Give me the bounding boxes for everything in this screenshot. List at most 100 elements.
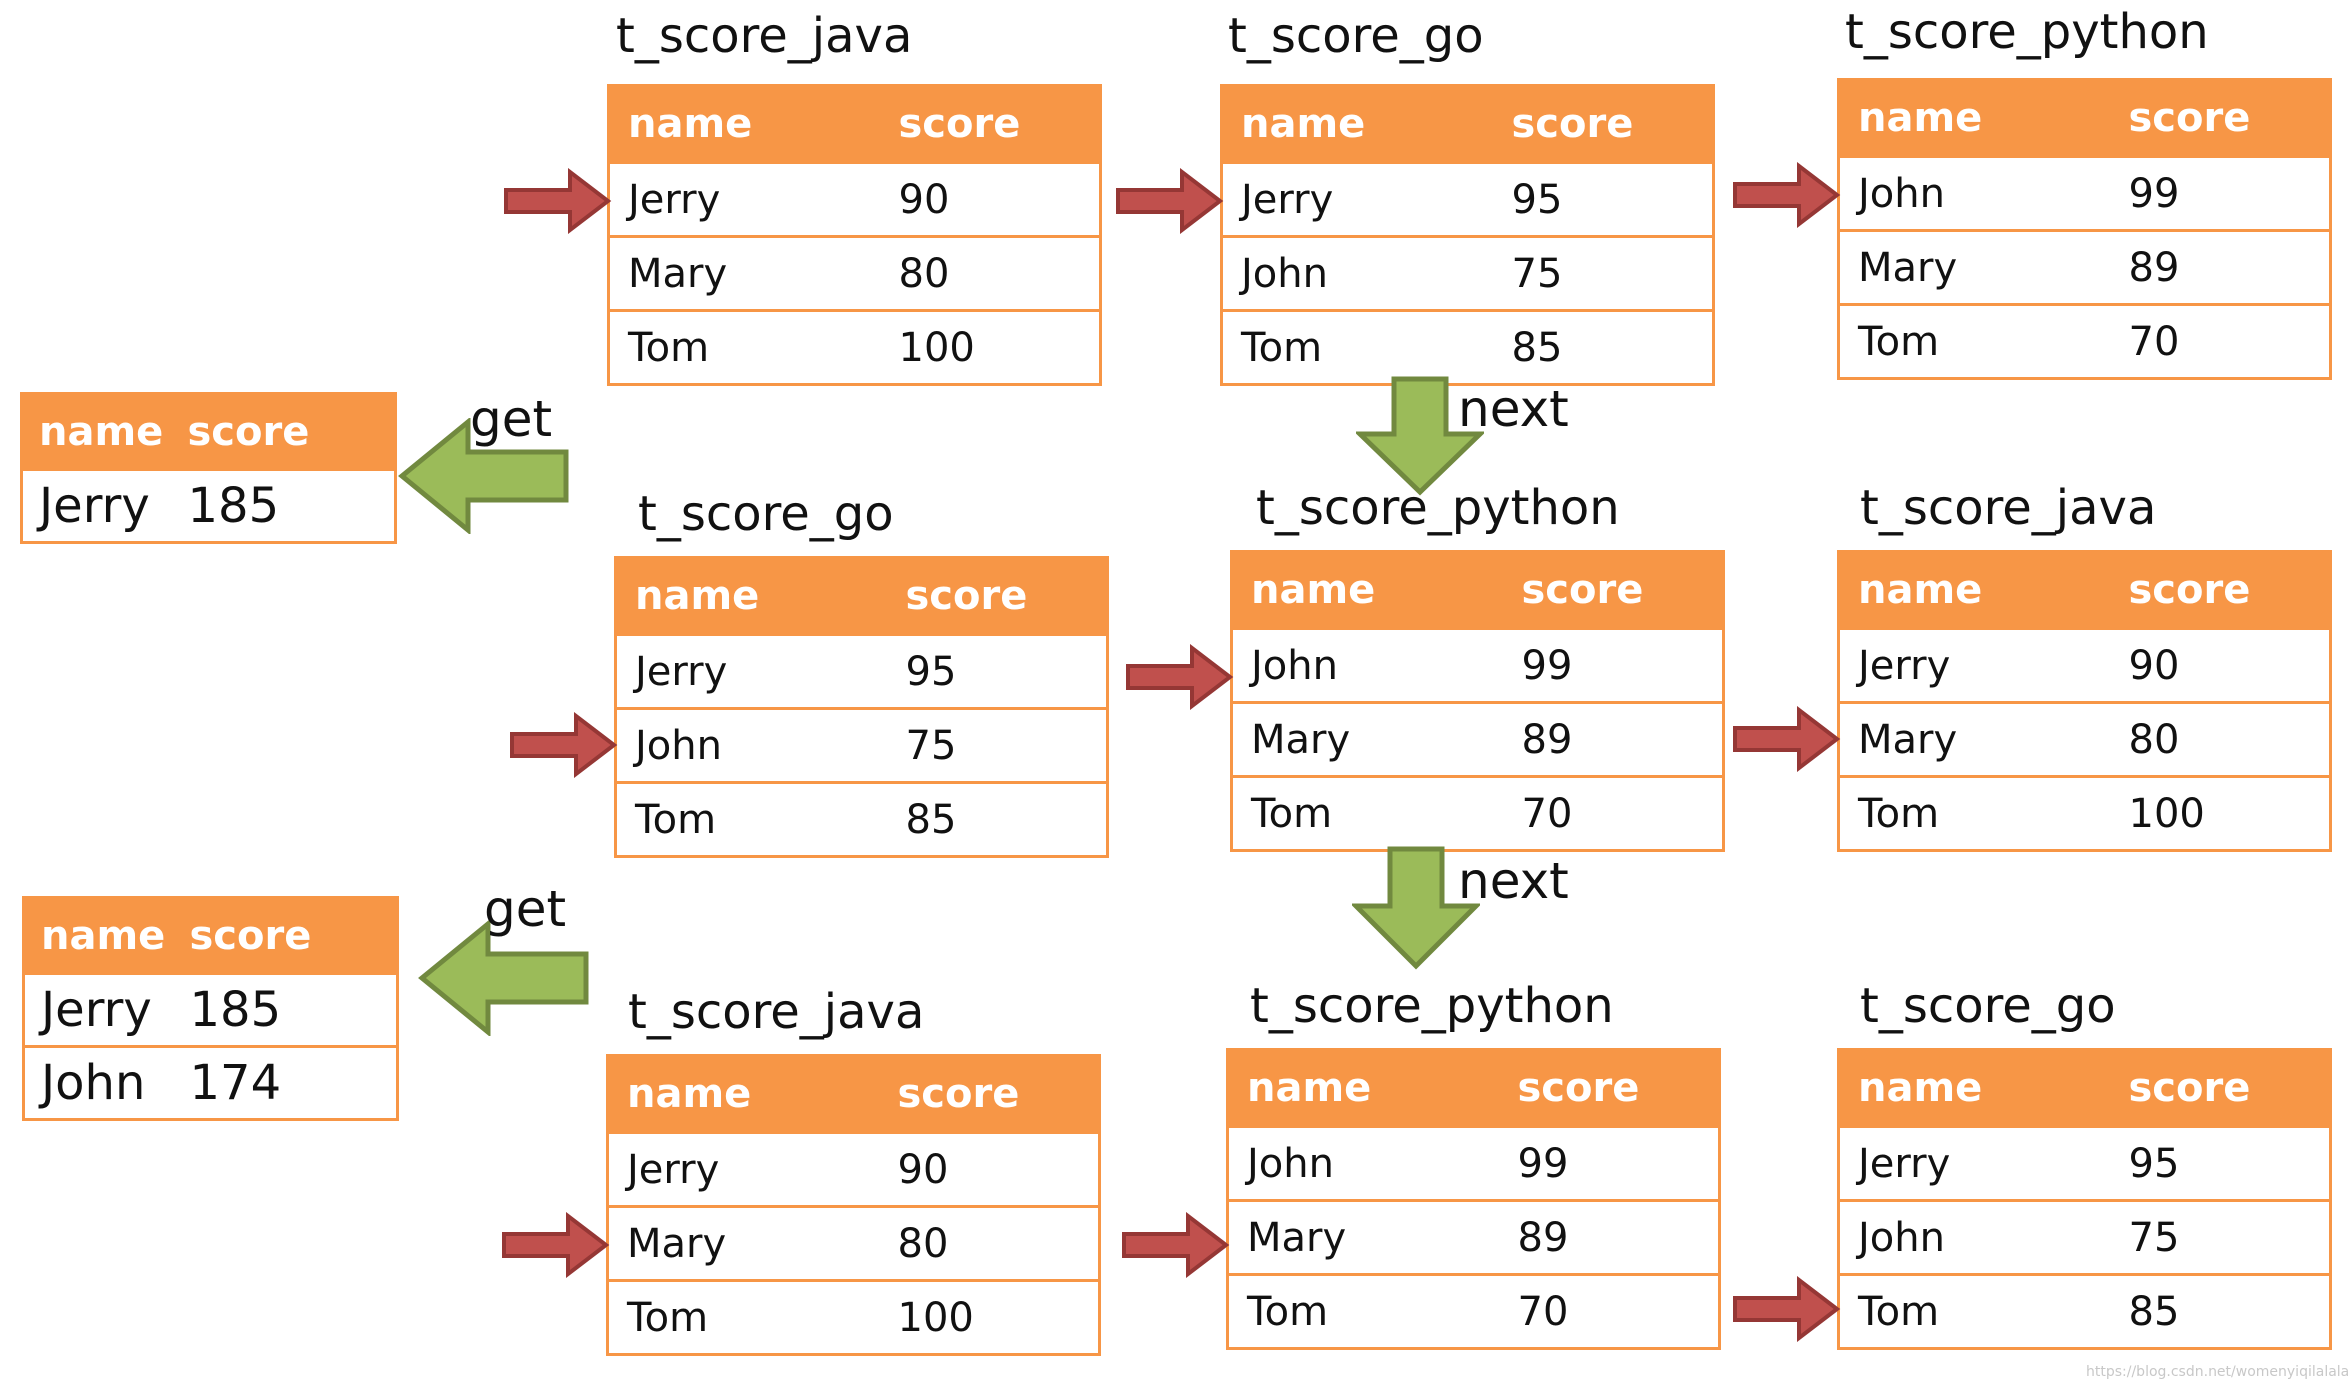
score-cell: 85 bbox=[887, 781, 1108, 857]
name-header: name bbox=[1838, 551, 2111, 629]
table-title: t_score_python bbox=[1845, 4, 2209, 60]
score-cell: 85 bbox=[2110, 1273, 2331, 1349]
score-cell: 174 bbox=[173, 1045, 398, 1120]
score-cell: 70 bbox=[1503, 775, 1724, 851]
next-label: next bbox=[1458, 852, 1569, 910]
name-cell: Mary bbox=[1231, 701, 1504, 777]
score-cell: 185 bbox=[171, 468, 396, 543]
name-cell: Tom bbox=[1221, 309, 1494, 385]
score-cell: 80 bbox=[2110, 701, 2331, 777]
name-cell: John bbox=[1227, 1125, 1500, 1201]
score-cell: 99 bbox=[1503, 627, 1724, 703]
name-cell: Tom bbox=[607, 1279, 880, 1355]
name-header: name bbox=[607, 1055, 880, 1133]
name-cell: Jerry bbox=[608, 161, 881, 237]
score-header: score bbox=[1499, 1049, 1720, 1127]
name-cell: Jerry bbox=[1221, 161, 1494, 237]
table-title: t_score_python bbox=[1250, 978, 1614, 1034]
score-cell: 95 bbox=[2110, 1125, 2331, 1201]
name-header: name bbox=[23, 897, 174, 974]
name-header: name bbox=[1838, 1049, 2111, 1127]
score-header: score bbox=[173, 897, 398, 974]
score-header: score bbox=[1503, 551, 1724, 629]
name-cell: Jerry bbox=[1838, 627, 2111, 703]
name-cell: Mary bbox=[608, 235, 881, 311]
name-cell: Jerry bbox=[23, 972, 174, 1047]
name-cell: Tom bbox=[1838, 1273, 2111, 1349]
score-cell: 90 bbox=[880, 161, 1101, 237]
score-cell: 185 bbox=[173, 972, 398, 1047]
name-header: name bbox=[1838, 79, 2111, 157]
name-header: name bbox=[615, 557, 888, 635]
name-cell: Mary bbox=[1838, 701, 2111, 777]
score-header: score bbox=[880, 85, 1101, 163]
score-cell: 90 bbox=[2110, 627, 2331, 703]
name-cell: John bbox=[1231, 627, 1504, 703]
name-cell: Tom bbox=[1838, 775, 2111, 851]
name-cell: John bbox=[615, 707, 888, 783]
pointer-arrow-icon bbox=[510, 712, 618, 778]
score-cell: 70 bbox=[1499, 1273, 1720, 1349]
get-label: get bbox=[470, 390, 553, 448]
score-cell: 75 bbox=[1493, 235, 1714, 311]
name-cell: Mary bbox=[607, 1205, 880, 1281]
score-cell: 70 bbox=[2110, 303, 2331, 379]
pointer-arrow-icon bbox=[1116, 168, 1224, 234]
name-cell: Tom bbox=[615, 781, 888, 857]
score-header: score bbox=[2110, 1049, 2331, 1127]
score-cell: 89 bbox=[1503, 701, 1724, 777]
pointer-arrow-icon bbox=[504, 168, 612, 234]
score-cell: 100 bbox=[2110, 775, 2331, 851]
next-label: next bbox=[1458, 380, 1569, 438]
name-cell: John bbox=[1838, 155, 2111, 231]
pointer-arrow-icon bbox=[1122, 1212, 1230, 1278]
score-header: score bbox=[171, 393, 396, 470]
score-cell: 99 bbox=[2110, 155, 2331, 231]
table-title: t_score_go bbox=[638, 486, 894, 542]
table-title: t_score_go bbox=[1228, 8, 1484, 64]
score-cell: 99 bbox=[1499, 1125, 1720, 1201]
score-cell: 75 bbox=[2110, 1199, 2331, 1275]
table-title: t_score_python bbox=[1256, 480, 1620, 536]
table-title: t_score_java bbox=[628, 984, 925, 1040]
pointer-arrow-icon bbox=[502, 1212, 610, 1278]
score-header: score bbox=[2110, 79, 2331, 157]
pointer-arrow-icon bbox=[1733, 162, 1841, 228]
name-header: name bbox=[1227, 1049, 1500, 1127]
name-cell: Tom bbox=[1227, 1273, 1500, 1349]
name-cell: Jerry bbox=[21, 468, 172, 543]
get-arrow-icon bbox=[398, 418, 569, 534]
next-arrow-icon bbox=[1352, 846, 1480, 970]
name-cell: John bbox=[1838, 1199, 2111, 1275]
next-arrow-icon bbox=[1356, 376, 1484, 496]
name-header: name bbox=[21, 393, 172, 470]
score-cell: 95 bbox=[1493, 161, 1714, 237]
score-cell: 85 bbox=[1493, 309, 1714, 385]
score-cell: 80 bbox=[880, 235, 1101, 311]
name-cell: Tom bbox=[608, 309, 881, 385]
name-cell: Mary bbox=[1838, 229, 2111, 305]
score-cell: 75 bbox=[887, 707, 1108, 783]
name-cell: Jerry bbox=[1838, 1125, 2111, 1201]
get-label: get bbox=[484, 880, 567, 938]
score-cell: 80 bbox=[879, 1205, 1100, 1281]
name-cell: Tom bbox=[1838, 303, 2111, 379]
name-cell: Mary bbox=[1227, 1199, 1500, 1275]
score-header: score bbox=[887, 557, 1108, 635]
score-cell: 100 bbox=[879, 1279, 1100, 1355]
score-header: score bbox=[1493, 85, 1714, 163]
score-cell: 90 bbox=[879, 1131, 1100, 1207]
name-cell: Jerry bbox=[607, 1131, 880, 1207]
name-header: name bbox=[1221, 85, 1494, 163]
